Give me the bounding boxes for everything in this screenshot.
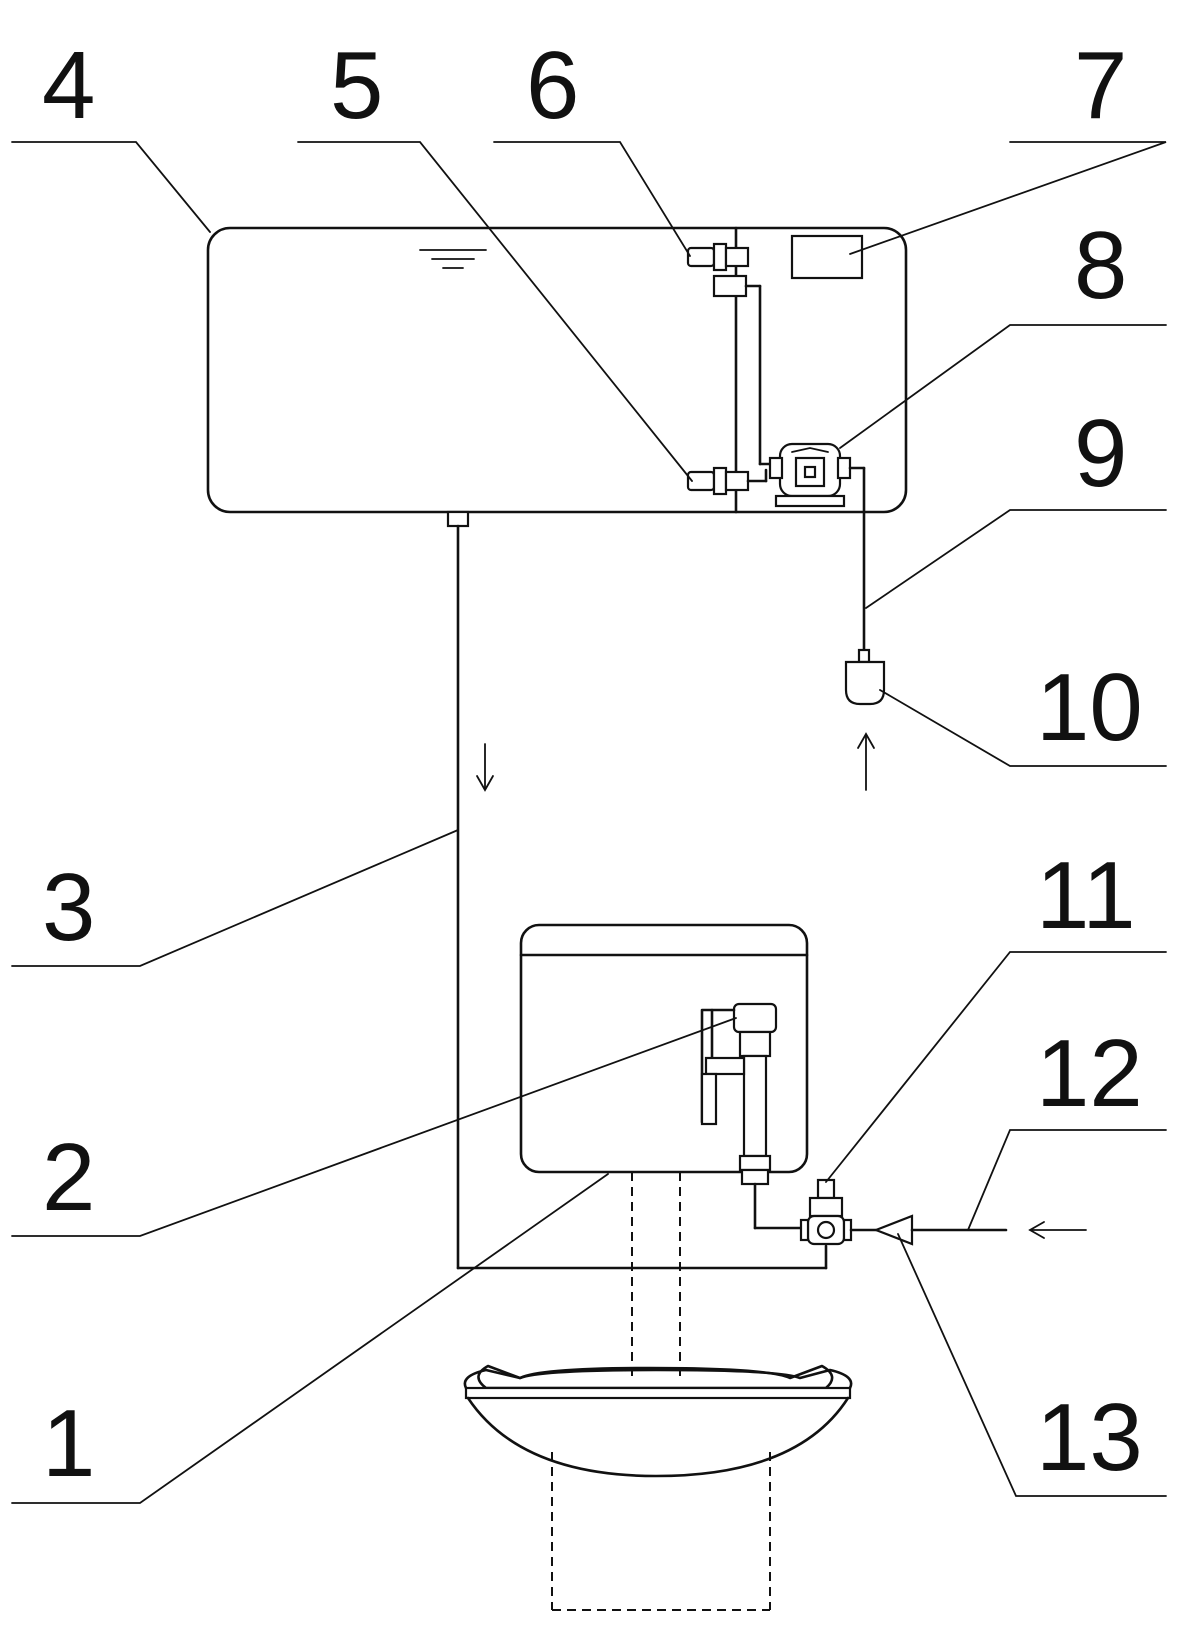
- label-13: 13: [1036, 1384, 1143, 1491]
- inflow-arrow-up: [857, 732, 875, 791]
- lower-level-sensor: [686, 466, 768, 496]
- leader-lines: [11, 141, 1167, 1504]
- leader-9: [865, 509, 1167, 609]
- down-pipe: [446, 510, 828, 1270]
- leader-12: [967, 1129, 1167, 1231]
- upper-level-sensor: [686, 242, 780, 466]
- label-5: 5: [330, 32, 383, 139]
- label-11: 11: [1036, 842, 1136, 949]
- leader-8: [839, 324, 1167, 449]
- leader-10: [879, 689, 1167, 767]
- flow-arrow-down: [476, 743, 494, 792]
- solenoid-valve: [799, 1178, 853, 1246]
- label-6: 6: [526, 32, 579, 139]
- label-9: 9: [1074, 400, 1127, 507]
- label-12: 12: [1036, 1020, 1143, 1127]
- toilet-cistern: [519, 923, 809, 1174]
- leader-7: [849, 141, 1167, 255]
- label-10: 10: [1036, 654, 1143, 761]
- inlet-pipe: [849, 1214, 1008, 1246]
- leader-6: [493, 141, 691, 257]
- reference-numerals: 4 5 6 7 8 9 10 3 11 12 2 1 13: [42, 32, 1143, 1497]
- label-8: 8: [1074, 212, 1127, 319]
- label-7: 7: [1074, 32, 1127, 139]
- label-4: 4: [42, 32, 95, 139]
- label-2: 2: [42, 1124, 95, 1231]
- leader-5: [297, 141, 693, 482]
- water-level-symbol: [419, 249, 487, 269]
- leader-2: [11, 1017, 737, 1237]
- toilet-bowl: [463, 1172, 853, 1611]
- leader-4: [11, 141, 211, 233]
- fill-valve: [700, 1002, 816, 1230]
- label-3: 3: [42, 854, 95, 961]
- inlet-filter: [844, 648, 886, 706]
- leader-13: [897, 1233, 1167, 1497]
- water-pump: [768, 442, 866, 508]
- leader-11: [825, 951, 1167, 1183]
- leader-1: [11, 1173, 609, 1504]
- label-1: 1: [42, 1390, 95, 1497]
- controller-box: [790, 234, 864, 280]
- inflow-arrow-left: [1028, 1221, 1087, 1239]
- leader-3: [11, 829, 459, 967]
